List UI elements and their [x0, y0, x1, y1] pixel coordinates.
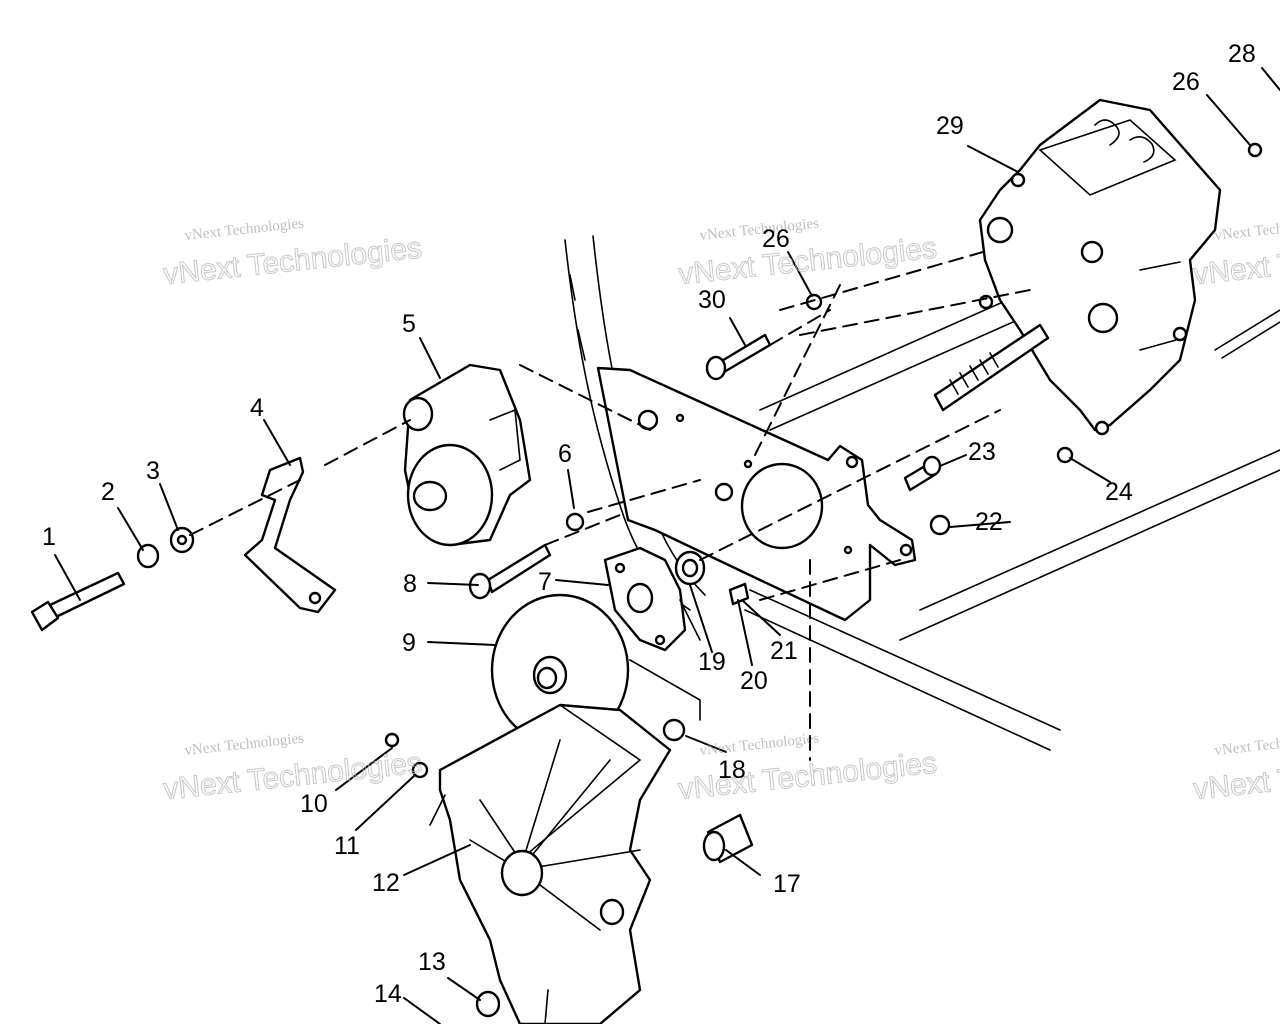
nut-18: [662, 718, 686, 742]
screw-10: [384, 732, 400, 748]
callout-label: 17: [773, 870, 801, 898]
gearbox: [978, 98, 1222, 436]
callout-label: 6: [558, 440, 572, 468]
callout-label: 20: [740, 667, 768, 695]
spacer-17: [702, 813, 754, 864]
belt-guard-12: [429, 703, 672, 1024]
nut-22: [929, 514, 951, 536]
callout-label: 12: [372, 869, 400, 897]
callout-label: 3: [146, 457, 160, 485]
callouts: 1 2 3 4 5 6 7 8 9 10 11 12 13 14 17 18 1…: [42, 40, 1256, 1008]
callout-label: 2: [101, 478, 115, 506]
callout-label: 24: [1105, 478, 1133, 506]
leader-lines: [54, 67, 1280, 1024]
alignment-lines: [189, 249, 1031, 1024]
callout-label: 7: [538, 568, 552, 596]
motor-housing: [402, 363, 532, 547]
callout-label: 14: [374, 980, 402, 1008]
bolt-1: [30, 571, 126, 632]
nut-6: [565, 512, 585, 532]
output-shaft: [933, 309, 1280, 412]
watermark-small: vNext Technologies: [1214, 731, 1280, 759]
washer-11: [411, 761, 429, 779]
callout-label: 1: [42, 523, 56, 551]
bracket-arm: [243, 456, 337, 614]
callout-label: 9: [402, 629, 416, 657]
callout-label: 4: [250, 394, 264, 422]
bearing-plate-7: [603, 546, 687, 652]
callout-label: 13: [418, 948, 446, 976]
bolt-30: [705, 333, 772, 381]
callout-label: 5: [402, 310, 416, 338]
watermark-small: vNext Technologies: [699, 731, 820, 759]
callout-label: 23: [968, 438, 996, 466]
bolt-8: [468, 543, 552, 600]
watermark-small: vNext Technologies: [699, 216, 820, 244]
mounting-plate: [596, 366, 917, 622]
watermark-small: vNext Technologies: [1214, 216, 1280, 244]
bolt-23-head: [922, 455, 942, 477]
callout-label: 11: [334, 832, 360, 860]
bearing-21: [728, 582, 750, 606]
watermark-small: vNext Technologies: [184, 731, 305, 759]
callout-label: 30: [698, 286, 726, 314]
callout-label: 26: [1172, 68, 1200, 96]
callout-label: 19: [698, 648, 726, 676]
washer-3-hole: [176, 534, 188, 546]
callout-label: 8: [403, 570, 417, 598]
frame-lines: [564, 235, 1280, 751]
washer-13: [475, 990, 501, 1018]
callout-label: 22: [975, 508, 1003, 536]
washer-26-right: [1247, 142, 1263, 158]
callout-label: 28: [1228, 40, 1256, 68]
callout-label: 10: [300, 790, 328, 818]
watermark-small: vNext Technologies: [184, 216, 305, 244]
callout-label: 18: [718, 756, 746, 784]
callout-label: 26: [762, 225, 790, 253]
seal-19-inner: [681, 558, 699, 578]
callout-label: 21: [770, 637, 798, 665]
nut-24: [1056, 446, 1074, 464]
callout-label: 29: [936, 112, 964, 140]
